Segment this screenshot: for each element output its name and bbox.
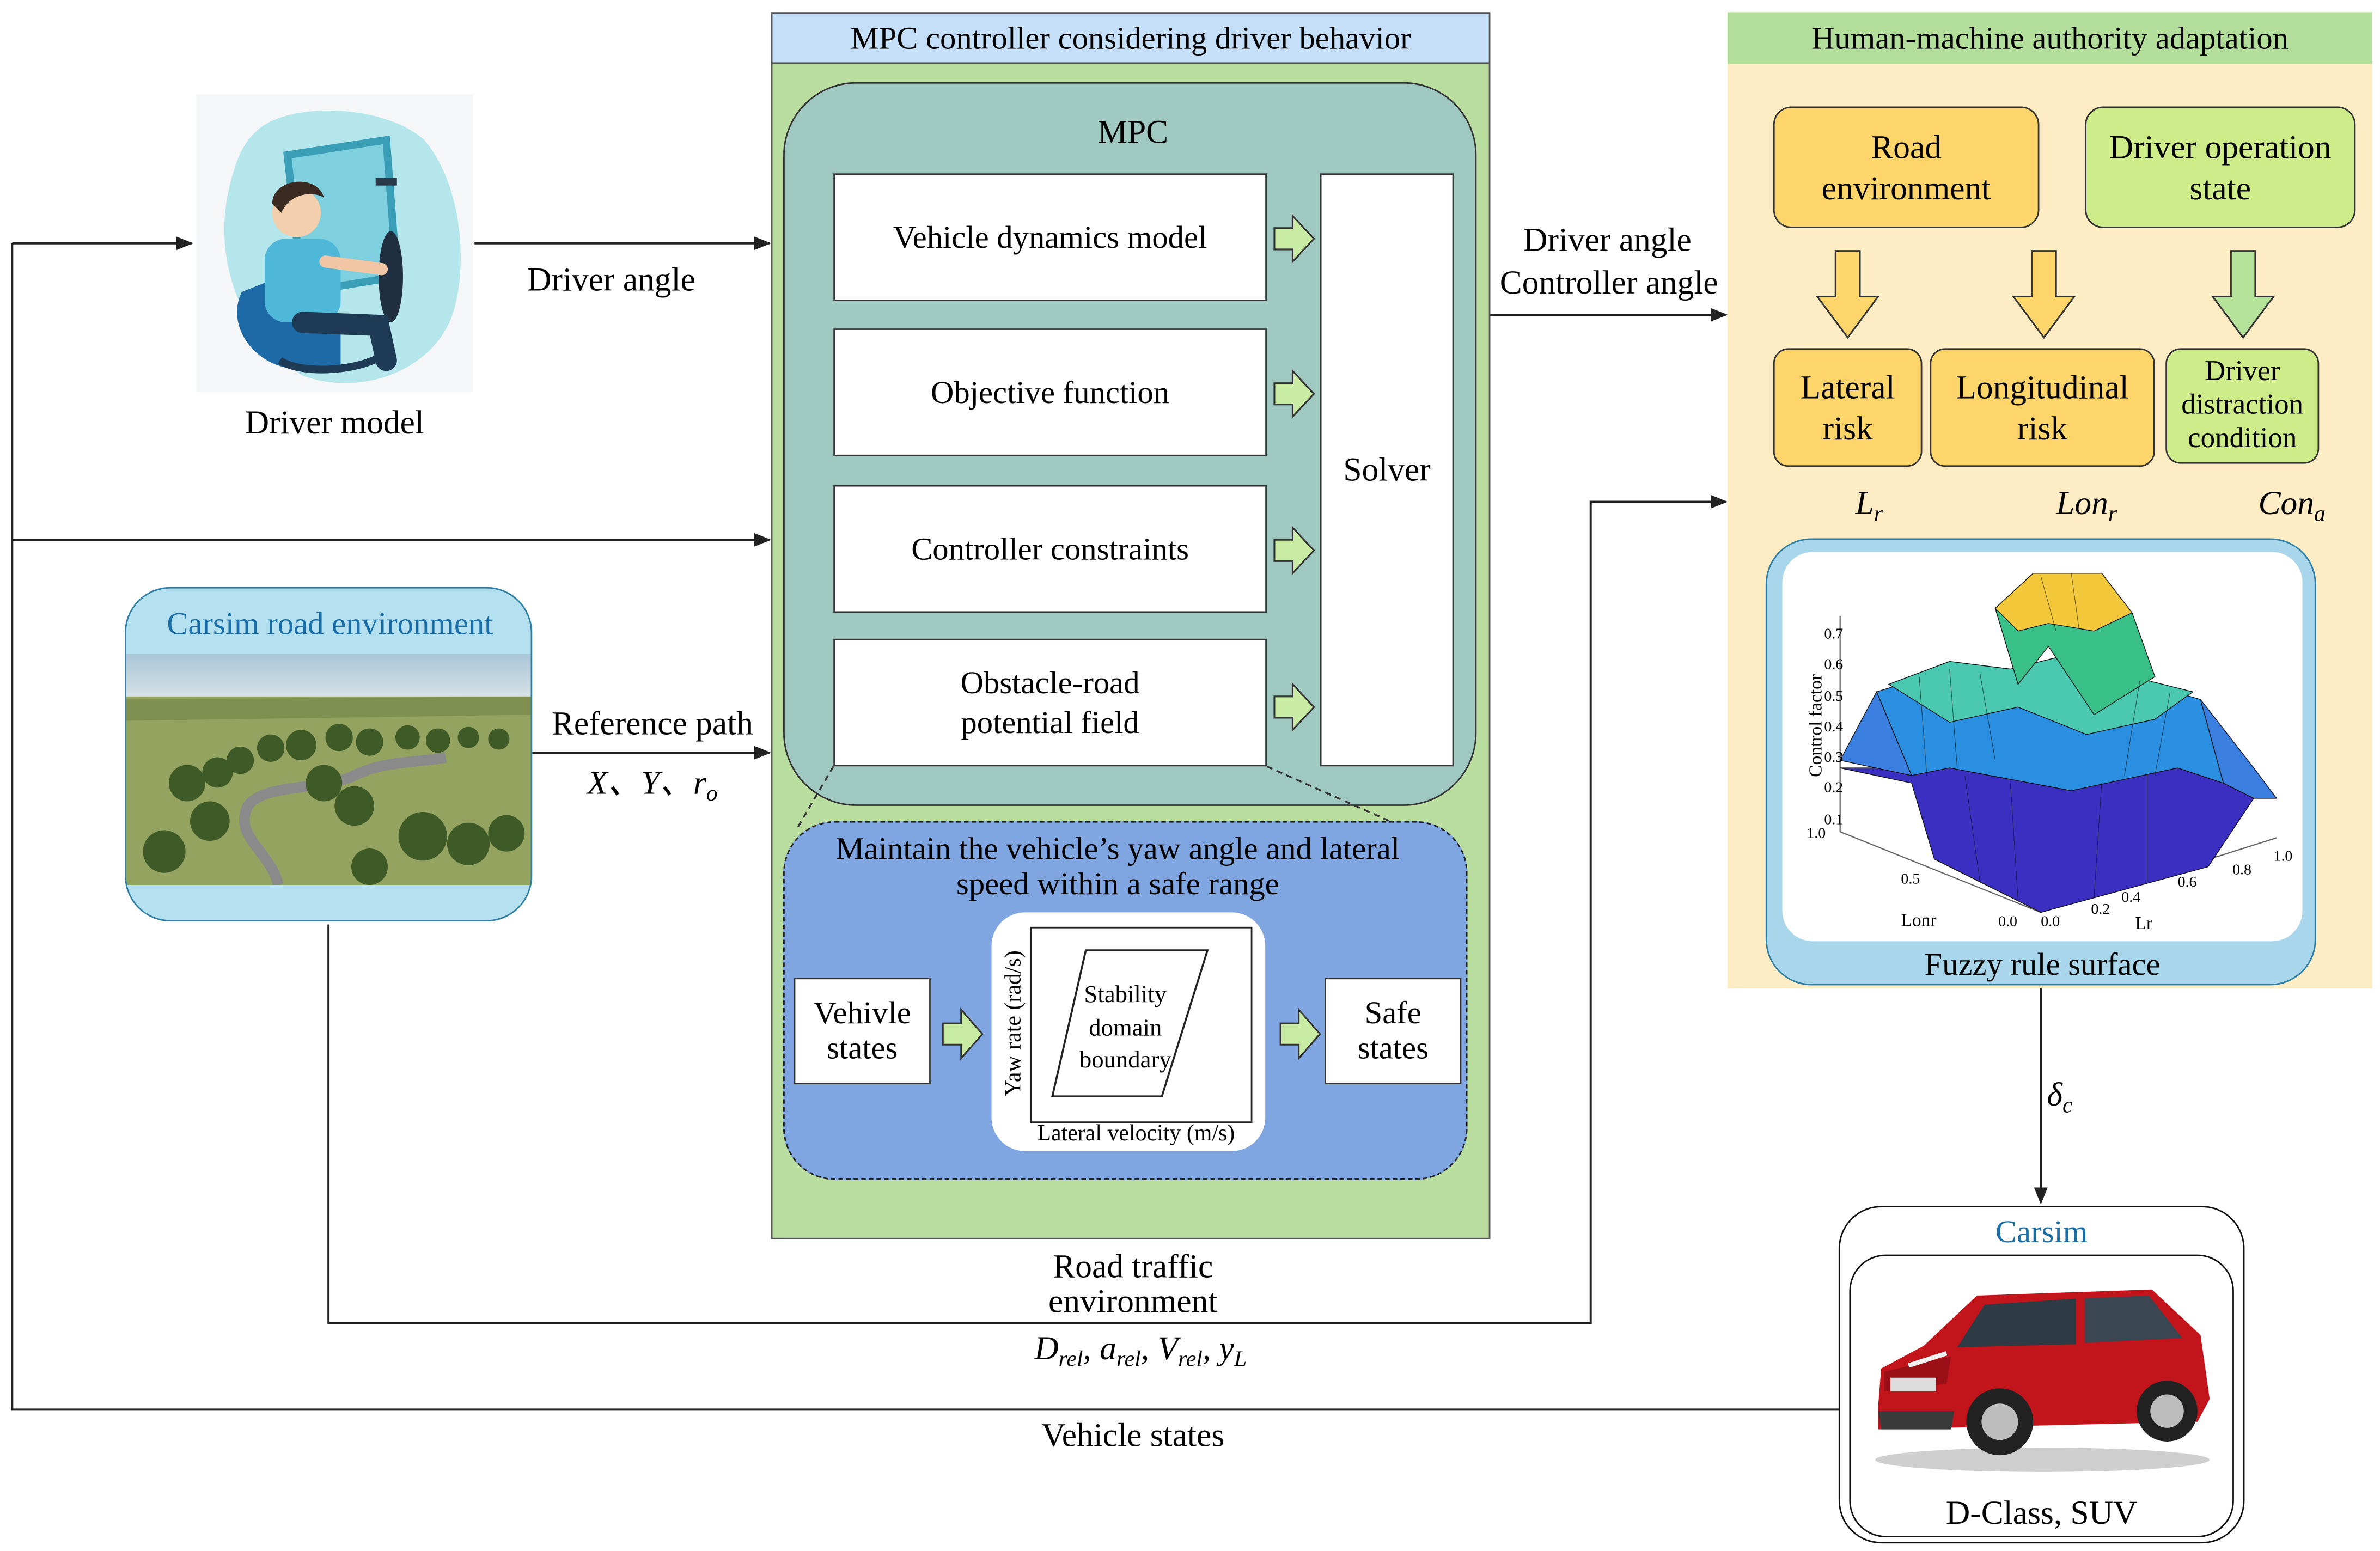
lonr-tick-3: 0.0 bbox=[1998, 914, 2017, 931]
driver-model-image bbox=[196, 94, 473, 393]
block-arrow-down-icon bbox=[1815, 250, 1880, 339]
driver-angle-out-label: Driver angle bbox=[1523, 220, 1692, 259]
solver-block: Solver bbox=[1320, 173, 1454, 767]
controller-constraints-block: Controller constraints bbox=[833, 485, 1267, 613]
carsim-title: Carsim bbox=[1995, 1213, 2088, 1250]
block-arrow-icon bbox=[1273, 369, 1315, 419]
stability-plot: Stability domain boundary Yaw rate (rad/… bbox=[991, 912, 1266, 1151]
cona-label: Cona bbox=[2258, 483, 2326, 527]
authority-panel-title: Human-machine authority adaptation bbox=[1728, 12, 2372, 64]
driver-distraction-box: Driver distraction condition bbox=[2165, 348, 2320, 464]
winding-road-landscape-image bbox=[126, 654, 531, 886]
mpc-panel-title: MPC controller considering driver behavi… bbox=[771, 12, 1491, 64]
objective-function-block: Objective function bbox=[833, 328, 1267, 456]
carsim-road-title: Carsim road environment bbox=[167, 605, 493, 642]
safe-states-output-block: Safe states bbox=[1325, 978, 1462, 1084]
road-environment-box: Road environment bbox=[1773, 106, 2040, 228]
reference-path-label: Reference path bbox=[551, 704, 753, 742]
lr-tick-5: 0.8 bbox=[2232, 862, 2251, 879]
block-arrow-icon bbox=[942, 1007, 984, 1061]
vehicle-dynamics-model-block: Vehicle dynamics model bbox=[833, 173, 1267, 301]
longitudinal-risk-box: Longitudinal risk bbox=[1930, 348, 2155, 467]
lr-tick-6: 1.0 bbox=[2273, 848, 2293, 865]
vehicle-states-input-block: Vehivle states bbox=[794, 978, 931, 1084]
lateral-risk-box: Lateral risk bbox=[1773, 348, 1923, 467]
block-arrow-icon bbox=[1273, 525, 1315, 576]
block-arrow-icon bbox=[1273, 213, 1315, 264]
block-arrow-down-icon bbox=[2211, 250, 2275, 339]
road-traffic-label: Road traffic environment bbox=[1048, 1247, 1218, 1320]
vehicle-states-label: Vehicle states bbox=[1041, 1415, 1225, 1454]
stability-domain-plot bbox=[1030, 926, 1253, 1123]
vehicle-states-feedback bbox=[11, 243, 1840, 1411]
carsim-caption: D-Class, SUV bbox=[1945, 1493, 2138, 1531]
obstacle-road-potential-field-block: Obstacle-road potential field bbox=[833, 638, 1267, 767]
lonr-label: Lonr bbox=[2056, 483, 2117, 527]
lateral-velocity-axis-label: Lateral velocity (m/s) bbox=[1037, 1122, 1235, 1147]
carsim-road-panel: Carsim road environment bbox=[124, 587, 533, 922]
fuzzy-rule-surface-title: Fuzzy rule surface bbox=[1924, 945, 2161, 982]
block-arrow-icon bbox=[1273, 682, 1315, 732]
driver-model-label: Driver model bbox=[245, 402, 424, 441]
arrow-road-traffic bbox=[327, 494, 1728, 1324]
lonr-tick-1: 1.0 bbox=[1807, 826, 1826, 842]
fuzzy-rule-surface-panel: Control factor 0.7 0.6 0.5 0.4 0.3 0.2 0… bbox=[1765, 538, 2316, 986]
lr-tick-4: 0.6 bbox=[2177, 874, 2197, 891]
driver-at-wheel-icon bbox=[196, 94, 473, 393]
red-suv-image bbox=[1875, 1289, 2210, 1472]
lr-axis-label: Lr bbox=[2135, 912, 2153, 934]
z-axis-ticks: 0.7 0.6 0.5 0.4 0.3 0.2 0.1 bbox=[1824, 626, 1844, 829]
lonr-tick-2: 0.5 bbox=[1901, 871, 1920, 888]
lr-label: Lr bbox=[1855, 483, 1883, 527]
stability-domain-label: Stability domain boundary bbox=[1079, 982, 1171, 1074]
lonr-axis-label: Lonr bbox=[1901, 909, 1937, 931]
stability-heading: Maintain the vehicle’s yaw angle and lat… bbox=[835, 830, 1400, 902]
lr-tick-1: 0.0 bbox=[2041, 914, 2060, 931]
lr-tick-3: 0.4 bbox=[2121, 889, 2141, 907]
delta-c-label: δc bbox=[2047, 1075, 2073, 1119]
mpc-label: MPC bbox=[1097, 112, 1169, 151]
controller-angle-label: Controller angle bbox=[1499, 263, 1718, 301]
block-arrow-down-icon bbox=[2011, 250, 2076, 339]
block-arrow-icon bbox=[1279, 1007, 1321, 1061]
road-traffic-variables: Drel, arel, Vrel, yL bbox=[1034, 1329, 1247, 1372]
driver-angle-label: Driver angle bbox=[527, 260, 695, 298]
driver-operation-state-box: Driver operation state bbox=[2085, 106, 2356, 228]
lr-tick-2: 0.2 bbox=[2091, 901, 2110, 919]
fuzzy-surface-plot bbox=[1839, 572, 2278, 913]
reference-path-variables: X、Y、ro bbox=[587, 763, 718, 807]
